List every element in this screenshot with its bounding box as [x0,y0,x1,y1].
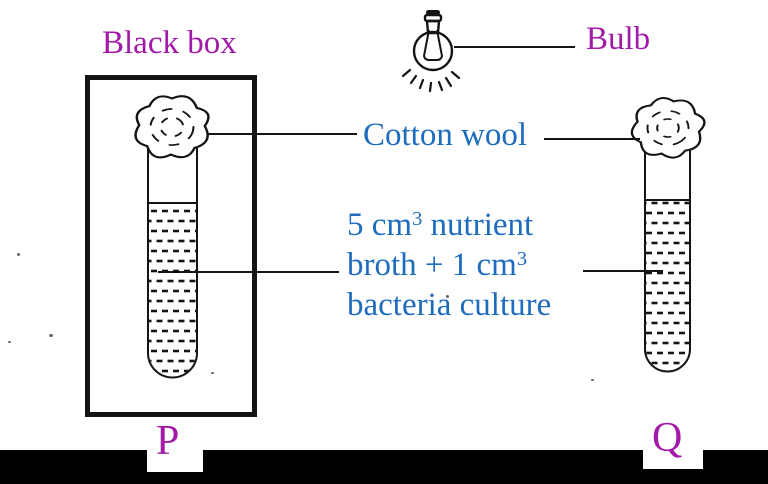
bulb-filament [422,29,444,61]
broth-label: 5 cm3 nutrient broth + 1 cm3 bacteria cult… [347,205,551,325]
bulb-icon [401,10,461,93]
cotton-pointer-line-right [544,138,640,140]
broth-pointer-line-right [583,270,663,272]
scan-speck [446,295,449,298]
scan-speck [49,334,53,337]
tube-q-broth [646,200,689,371]
scan-speck [8,341,11,343]
tube-p-label: P [156,418,180,464]
cotton-pointer-line-left [207,133,357,135]
bulb-pointer-line [454,46,575,48]
cotton-wool-label: Cotton wool [363,117,528,153]
bottom-bar-notch-p [147,450,203,472]
broth-label-line: bacteria culture [347,287,552,323]
tube-q-label: Q [652,415,683,461]
cotton-wool-p-icon [134,95,210,159]
bulb-cap-top [426,10,440,15]
test-tube-q [630,97,706,373]
tube-q-glass [644,146,691,373]
bottom-bar-notch-q [643,450,703,469]
scan-speck [591,379,594,381]
broth-pointer-line-left [158,271,339,273]
broth-label-line: broth + 1 cm3 [347,247,528,283]
broth-label-line: 5 cm3 nutrient [347,207,534,243]
bulb-label: Bulb [586,21,651,57]
bottom-black-bar [0,450,768,484]
tube-p-broth [149,203,196,377]
scan-speck [211,372,214,374]
scan-speck [17,253,20,256]
tube-p-glass [147,146,198,379]
black-box-label: Black box [102,25,237,61]
bulb-cap [423,13,443,23]
bulb-globe [412,30,454,72]
cotton-wool-q-icon [630,97,706,159]
black-box-outline [85,75,257,417]
test-tube-p [134,95,210,379]
bulb-rays [401,68,461,93]
